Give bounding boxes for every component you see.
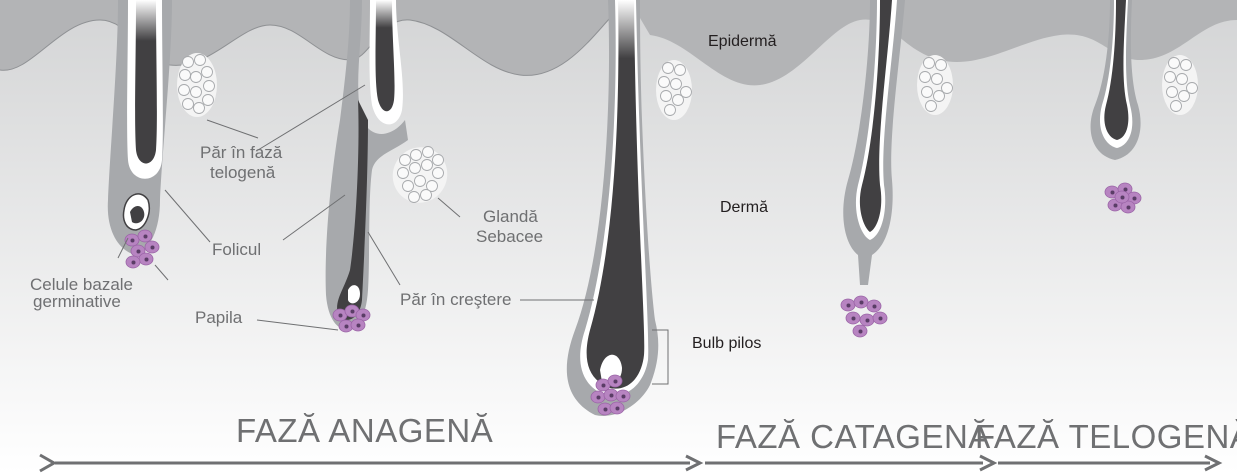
label-glanda-1: Glandă xyxy=(483,207,538,226)
label-celule-2: germinative xyxy=(33,292,121,311)
label-par-crestere: Păr în creştere xyxy=(400,290,512,309)
label-folicul: Folicul xyxy=(212,240,261,259)
label-epiderma: Epidermă xyxy=(708,33,777,50)
sebaceous-gland-5 xyxy=(1162,55,1198,115)
sebaceous-gland-1 xyxy=(177,53,217,117)
label-glanda-2: Sebacee xyxy=(476,227,543,246)
sebaceous-gland-3 xyxy=(656,60,692,120)
label-papila: Papila xyxy=(195,308,243,327)
sebaceous-gland-4 xyxy=(917,55,953,115)
label-par-telogena-2: telogenă xyxy=(210,163,276,182)
phase-telogena-title: FAZĂ TELOGENĂ xyxy=(975,418,1237,455)
label-bulb-pilos: Bulb pilos xyxy=(692,335,761,352)
label-par-telogena-1: Păr în fază xyxy=(200,143,283,162)
label-derma: Dermă xyxy=(720,199,768,216)
phase-catagena-title: FAZĂ CATAGENĂ xyxy=(716,418,991,455)
phase-anagena-title: FAZĂ ANAGENĂ xyxy=(236,412,493,449)
